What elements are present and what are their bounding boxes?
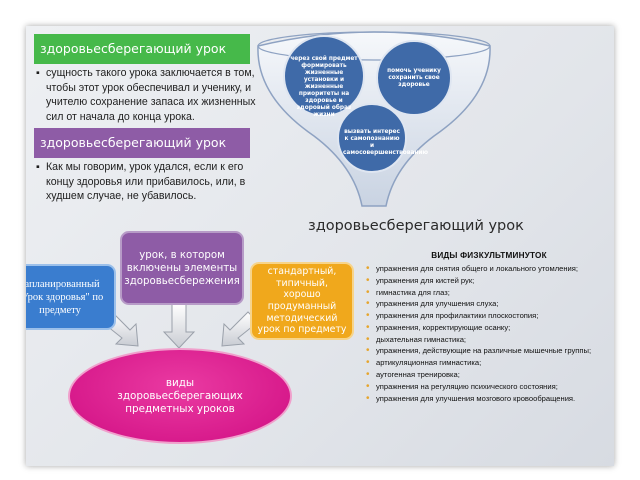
section-header-1: здоровьесберегающий урок	[34, 34, 250, 64]
bullet-block-2: ▪ Как мы говорим, урок удался, если к ег…	[36, 160, 258, 204]
lesson-type-blue-text: запланированный "Урок здоровья" по предм…	[26, 278, 104, 316]
section-header-2-text: здоровьесберегающий урок	[40, 135, 227, 150]
funnel-diagram	[257, 31, 491, 207]
fizminutki-item: аутогенная тренировка;	[366, 370, 594, 380]
fizminutki-item: упражнения для профилактики плоскостопия…	[366, 311, 594, 321]
fizminutki-item: гимнастика для глаз;	[366, 288, 594, 298]
funnel-circle-1	[283, 35, 365, 117]
fizminutki-item: упражнения, корректирующие осанку;	[366, 323, 594, 333]
funnel-circle-3-text: вызвать интерес к самопознанию и самосов…	[343, 129, 429, 156]
arrow-right-diagonal	[221, 311, 259, 347]
bullet-text-1: сущность такого урока заключается в том,…	[46, 67, 256, 123]
funnel-circle-3	[337, 103, 407, 173]
funnel-circle-1-text: через свой предмет формировать жизненные…	[290, 56, 358, 118]
funnel-title: здоровьесберегающий урок	[308, 218, 524, 234]
funnel-circle-2-text: помочь ученику сохранить свое здоровье	[387, 68, 441, 88]
fizminutki-item: дыхательная гимнастика;	[366, 335, 594, 345]
section-header-1-text: здоровьесберегающий урок	[40, 41, 227, 56]
arrow-down	[162, 303, 196, 349]
fizminutki-item: упражнения для кистей рук;	[366, 276, 594, 286]
lesson-type-orange-text: стандартный, типичный, хорошо продуманны…	[257, 266, 347, 336]
lesson-type-orange: стандартный, типичный, хорошо продуманны…	[250, 262, 354, 340]
lesson-type-blue: запланированный "Урок здоровья" по предм…	[26, 264, 116, 330]
lesson-type-purple: урок, в котором включены элементы здоров…	[120, 231, 244, 305]
lesson-types-ellipse: виды здоровьесберегающих предметных урок…	[68, 348, 292, 444]
bullet-text-2: Как мы говорим, урок удался, если к его …	[46, 161, 246, 202]
lesson-type-purple-text: урок, в котором включены элементы здоров…	[124, 249, 240, 287]
fizminutki-item: упражнения для улучшения мозгового крово…	[366, 394, 594, 404]
fizminutki-list: упражнения для снятия общего и локальног…	[366, 264, 594, 405]
section-header-2: здоровьесберегающий урок	[34, 128, 250, 158]
fizminutki-item: артикуляционная гимнастика;	[366, 358, 594, 368]
bullet-block-1: ▪ сущность такого урока заключается в то…	[36, 66, 256, 124]
bullet-marker: ▪	[36, 161, 40, 173]
fizminutki-item: упражнения для улучшения слуха;	[366, 299, 594, 309]
slide: здоровьесберегающий урок ▪ сущность тако…	[26, 26, 614, 466]
bullet-marker: ▪	[36, 67, 40, 79]
funnel-rim	[257, 31, 491, 61]
fizminutki-item: упражнения для снятия общего и локальног…	[366, 264, 594, 274]
lesson-types-ellipse-text: виды здоровьесберегающих предметных урок…	[117, 376, 243, 415]
fizminutki-item: упражнения, действующие на различные мыш…	[366, 346, 594, 356]
fizminutki-item: упражнения на регуляцию психического сос…	[366, 382, 594, 392]
fizminutki-title: ВИДЫ ФИЗКУЛЬТМИНУТОК	[431, 251, 547, 260]
funnel-circle-2	[376, 40, 452, 116]
